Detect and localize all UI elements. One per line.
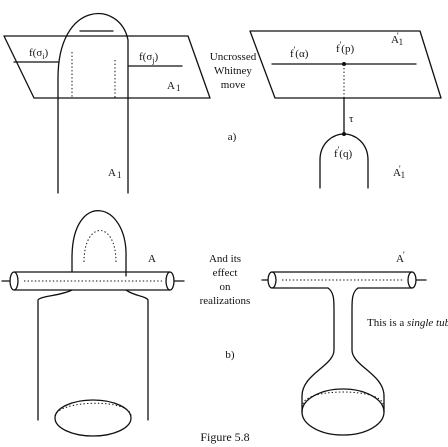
- label-f-q: f'(q): [334, 145, 352, 160]
- part-a-label: a): [228, 131, 237, 143]
- label-a1p-bottom-right: A'1: [393, 164, 405, 180]
- right-bulb-outline: [301, 395, 385, 413]
- label-f-alpha: f'(α): [290, 45, 309, 60]
- label-plane-a1p-right: A'1: [391, 31, 403, 47]
- and-its-effect-label: And its effect on realizations b): [200, 253, 251, 361]
- tube-left: [13, 271, 171, 291]
- uncrossed-line3: move: [221, 79, 246, 91]
- left-plane-diagram: f(σi) f(σj) A1 A1: [3, 12, 211, 194]
- and-its-line2: effect: [213, 267, 238, 279]
- label-f-sigma-i: f(σi): [29, 47, 49, 61]
- and-its-line3: on: [220, 281, 232, 293]
- right-cap: [319, 133, 369, 189]
- point-f-p: [342, 62, 346, 66]
- tube-right: [271, 271, 413, 289]
- tube-right-end-left: [267, 271, 277, 289]
- uncrossed-line1: Uncrossed: [210, 51, 257, 63]
- uncrossed-whitney-label: Uncrossed Whitney move a): [210, 51, 257, 143]
- surface-a-outline-left: [71, 210, 127, 277]
- right-plane: [249, 30, 442, 99]
- part-b-label: b): [225, 349, 235, 361]
- label-a1-bottom-left: A1: [108, 167, 121, 180]
- right-tube-diagram: A' This is a single tube: [261, 250, 448, 436]
- label-tau: τ: [349, 113, 354, 125]
- label-a: A: [148, 253, 156, 265]
- label-ap: A': [396, 250, 405, 265]
- tube-left-end-left: [9, 271, 19, 291]
- label-f-sigma-j: f(σj): [139, 51, 159, 65]
- left-tube-diagram: A: [1, 210, 185, 437]
- surface-a-skirt-right: [125, 289, 149, 421]
- surface-a-skirt-left: [37, 289, 73, 421]
- right-bulb-hidden: [302, 391, 384, 405]
- and-its-line1: And its: [209, 253, 241, 265]
- single-tube-note: This is a single tube: [367, 317, 448, 329]
- left-fold-vertical-lines: [57, 98, 129, 194]
- arch-hidden: [83, 230, 117, 263]
- label-plane-a1-left: A1: [167, 80, 180, 93]
- right-bulb-bottom: [301, 388, 385, 436]
- right-neck: [301, 287, 385, 397]
- uncrossed-line2: Whitney: [214, 65, 252, 77]
- tube-left-end-right: [165, 271, 175, 291]
- right-plane-diagram: f'(α) f'(p) A'1 τ f'(q) A'1: [249, 30, 442, 189]
- and-its-line4: realizations: [200, 295, 251, 307]
- label-f-p: f'(p): [336, 40, 354, 55]
- figure-caption: Figure 5.8: [200, 430, 249, 444]
- surface-a-bottom-ellipse: [54, 399, 132, 437]
- left-arch-solid: [57, 12, 129, 100]
- tube-right-end-right: [407, 271, 417, 289]
